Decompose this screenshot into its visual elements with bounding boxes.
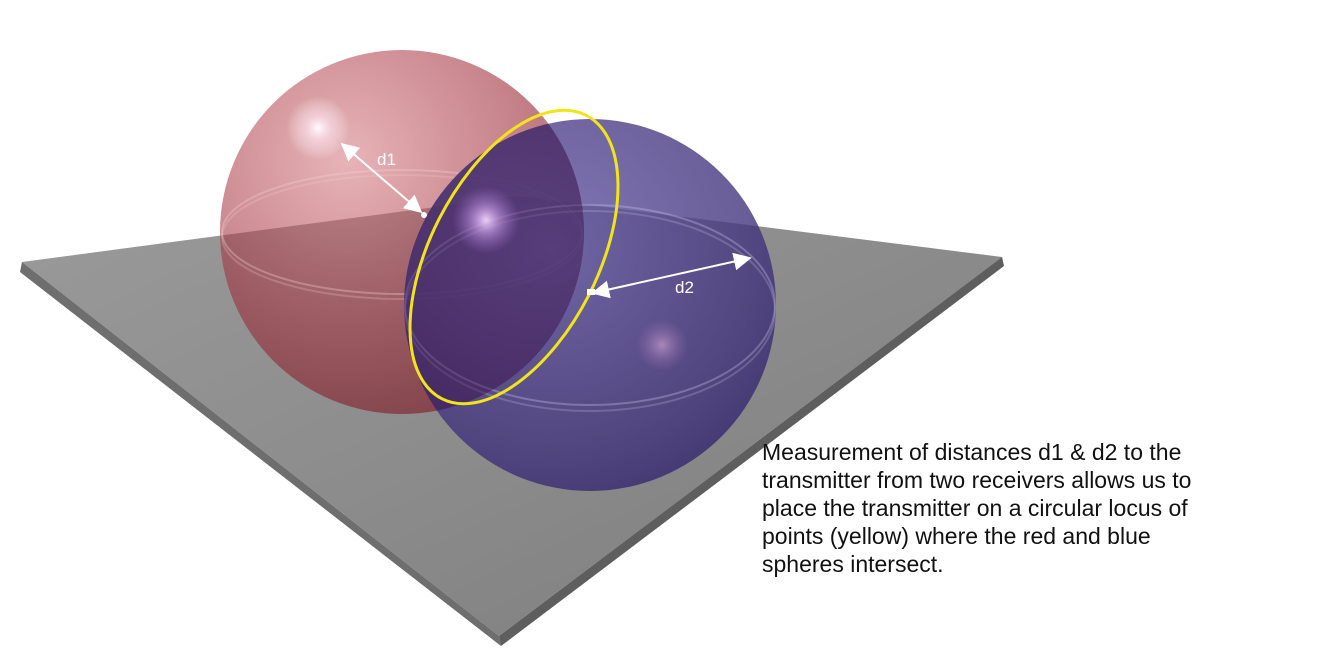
d2-endpoint-mark — [587, 289, 595, 295]
d1-arrow — [340, 142, 423, 214]
intersection-highlight — [452, 186, 520, 254]
d1-label: d1 — [377, 150, 396, 169]
red-highlight — [286, 96, 350, 160]
caption-line: Measurement of distances d1 & d2 to the — [762, 439, 1182, 465]
caption-line: transmitter from two receivers allows us… — [762, 467, 1192, 493]
distance-d2: d2 — [587, 252, 752, 299]
caption-line: place the transmitter on a circular locu… — [762, 495, 1188, 521]
d1-endpoint-dot — [421, 212, 427, 218]
distance-d1: d1 — [340, 142, 427, 218]
d2-arrow — [591, 252, 752, 299]
caption: Measurement of distances d1 & d2 to the … — [762, 438, 1322, 578]
yellow-locus — [408, 108, 620, 406]
blue-faint-highlight — [636, 319, 688, 371]
caption-line: spheres intersect. — [762, 551, 944, 577]
d2-label: d2 — [675, 278, 694, 297]
caption-line: points (yellow) where the red and blue — [762, 523, 1151, 549]
